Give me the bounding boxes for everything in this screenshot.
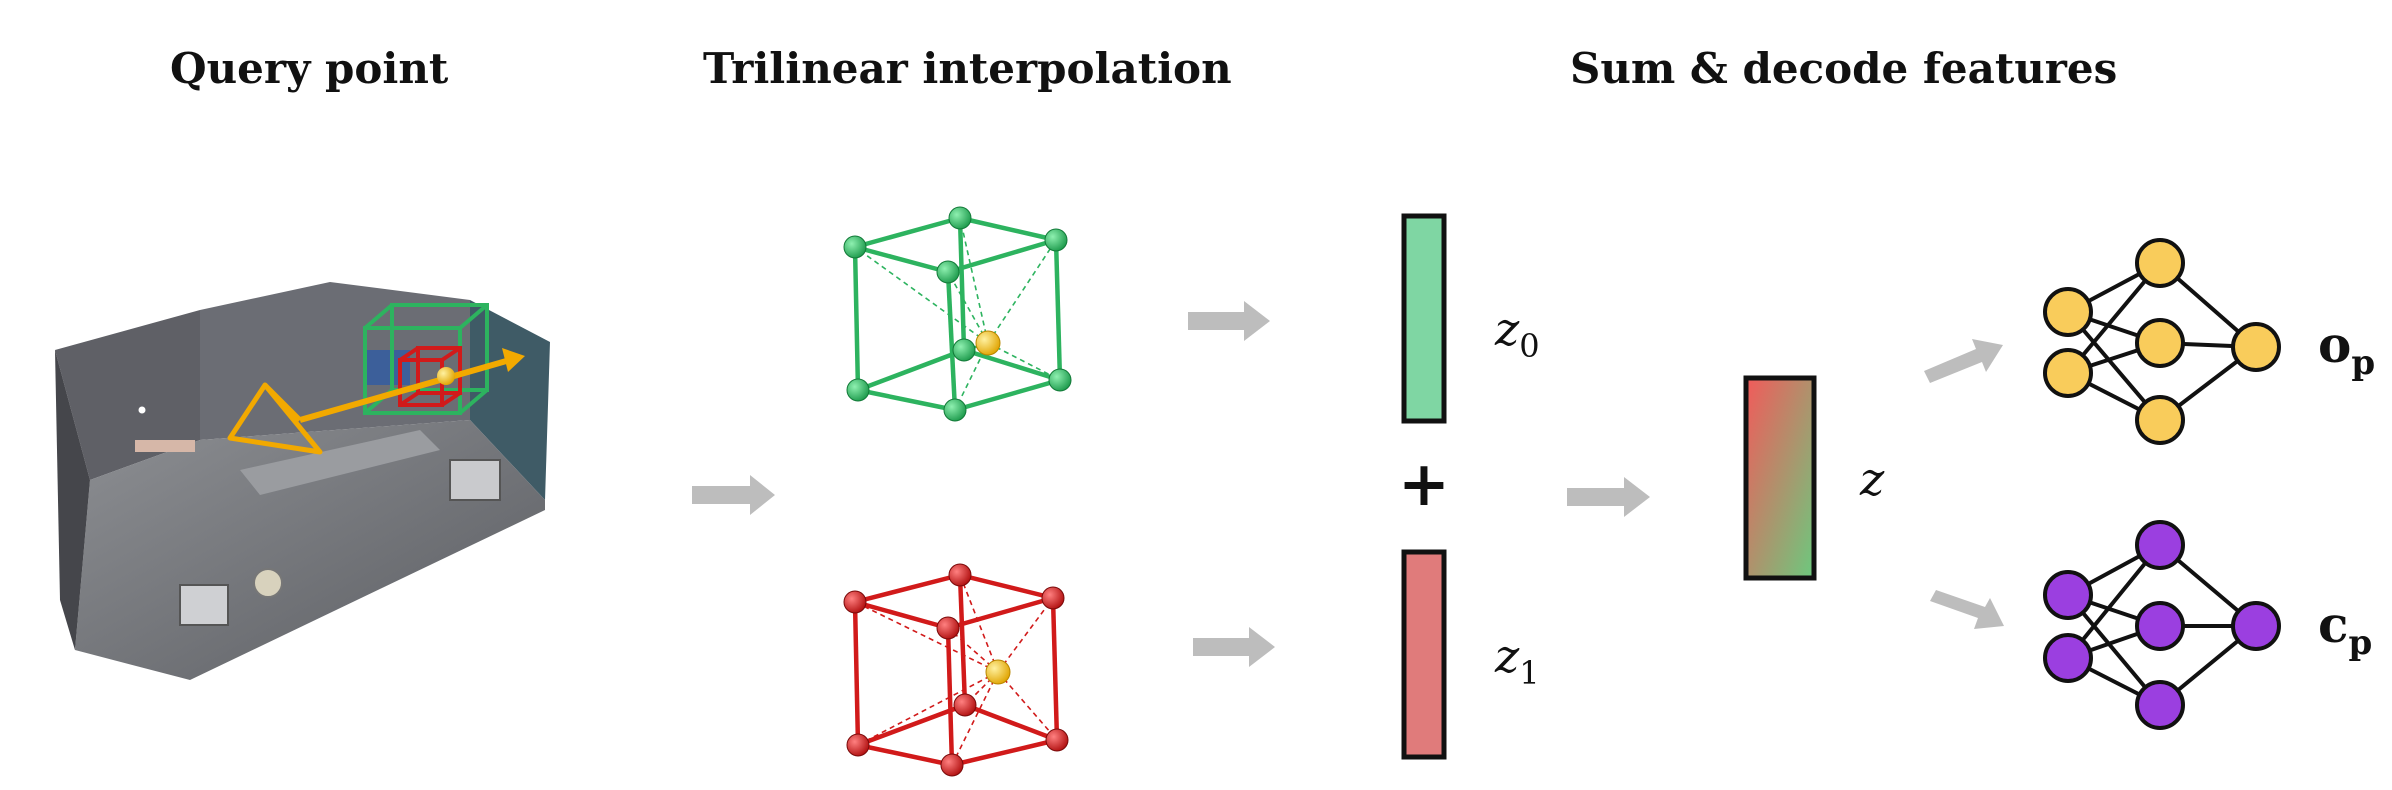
arrow-z-to-occupancy-net	[1924, 339, 2003, 383]
room-side-table	[253, 568, 283, 598]
color-decoder-network: cp	[2043, 520, 2372, 730]
room-chair-left	[179, 584, 229, 626]
green-cube-query-point	[975, 330, 1001, 356]
feature-vector-z-sum	[1743, 375, 1817, 581]
label-occupancy: op	[2318, 315, 2375, 383]
heading-sum-decode-features: Sum & decode features	[1570, 44, 2118, 93]
label-z0: z0	[1494, 302, 1540, 365]
red-cube-query-point	[985, 659, 1011, 685]
room-table	[240, 430, 440, 495]
green-interpolation-cube	[843, 206, 1072, 422]
label-z1: z1	[1494, 629, 1540, 692]
label-z: z	[1859, 452, 1885, 506]
red-interpolation-cube	[843, 563, 1069, 777]
heading-trilinear-interpolation: Trilinear interpolation	[703, 44, 1232, 93]
room-ray	[299, 357, 511, 423]
feature-vector-z1	[1401, 549, 1447, 760]
arrow-to-grids	[692, 475, 775, 515]
room-scene	[55, 282, 550, 680]
arrow-green-to-z0	[1188, 301, 1270, 341]
label-color: cp	[2318, 595, 2372, 663]
arrows	[692, 301, 2004, 667]
room-screen	[365, 350, 410, 385]
feature-vector-z0	[1401, 213, 1447, 424]
plus-sign: +	[1398, 447, 1450, 520]
room-back-wall	[200, 282, 470, 440]
room-left-wall	[55, 310, 200, 480]
room-left-edge	[55, 350, 90, 650]
arrow-red-to-z1	[1193, 627, 1275, 667]
arrow-sum-to-z	[1567, 477, 1650, 517]
room-right-wall	[470, 300, 550, 500]
arrow-z-to-color-net	[1930, 590, 2004, 629]
room-wall-light	[138, 406, 146, 414]
room-camera-frustum	[227, 382, 323, 455]
heading-query-point: Query point	[170, 44, 449, 93]
room-chair-right	[449, 459, 501, 501]
room-query-point	[437, 367, 455, 385]
room-bench	[135, 440, 195, 452]
occupancy-decoder-network: op	[2043, 238, 2375, 445]
room-ray-arrowhead	[502, 348, 525, 372]
